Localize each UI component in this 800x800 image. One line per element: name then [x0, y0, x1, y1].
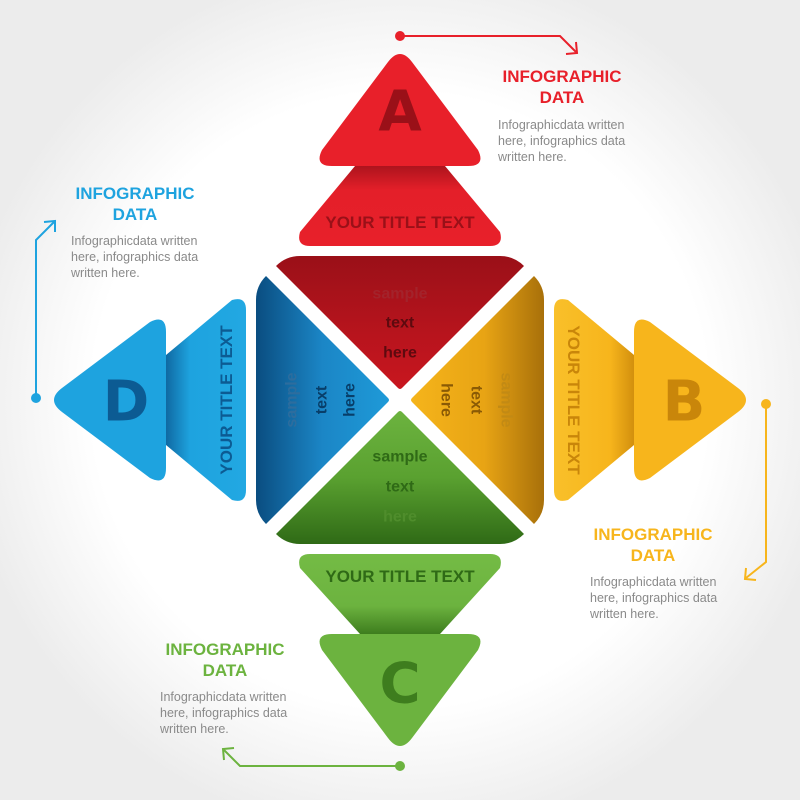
arm-d-title-band [160, 299, 246, 501]
arm-d-letter: D [103, 370, 149, 435]
arm-a-title: YOUR TITLE TEXT [325, 213, 475, 232]
center-segment-a [276, 256, 524, 389]
center-c-sample-1: sample [372, 449, 427, 466]
info-d-body-1: Infographicdata written [71, 234, 198, 248]
arm-b-title: YOUR TITLE TEXT [564, 325, 583, 475]
arm-a-letter: A [378, 80, 422, 145]
center-b-sample-3: here [438, 383, 455, 417]
info-block-b: INFOGRAPHIC DATA Infographicdata written… [589, 525, 717, 621]
info-block-a: INFOGRAPHIC DATA Infographicdata written… [497, 67, 625, 164]
arm-a-tip-triangle [319, 54, 481, 166]
info-c-heading-2: DATA [203, 661, 248, 680]
center-segment-d [256, 276, 389, 524]
info-a-body-1: Infographicdata written [498, 118, 625, 132]
connector-b-arrow-icon [743, 567, 757, 581]
arm-b-tip-triangle [634, 319, 746, 481]
center-d-sample-2: text [314, 385, 331, 414]
center-segment-c [276, 411, 524, 544]
info-d-heading-1: INFOGRAPHIC [76, 184, 195, 203]
arm-d-title: YOUR TITLE TEXT [217, 325, 236, 475]
connector-b [743, 399, 771, 581]
connector-a-line [400, 35, 577, 53]
connector-b-line [745, 404, 767, 579]
arm-c-title: YOUR TITLE TEXT [325, 567, 475, 586]
arm-d-tip-triangle [54, 319, 166, 481]
center-d-sample-3: here [342, 383, 359, 417]
arm-b-letter: B [663, 370, 706, 435]
info-d-body-2: here, infographics data [71, 250, 198, 264]
center-a-sample-3: here [383, 345, 417, 362]
connector-d [31, 219, 56, 403]
connector-d-line [35, 221, 55, 398]
info-c-heading-1: INFOGRAPHIC [166, 640, 285, 659]
arm-c-title-band [299, 554, 501, 634]
info-a-heading-1: INFOGRAPHIC [503, 67, 622, 86]
center-b-sample-2: text [468, 386, 485, 415]
info-b-heading-1: INFOGRAPHIC [594, 525, 713, 544]
info-c-body-3: written here. [159, 722, 229, 736]
connector-a [395, 31, 579, 55]
arm-b: B YOUR TITLE TEXT [554, 299, 746, 501]
arm-a-title-band [299, 160, 501, 246]
info-c-body-1: Infographicdata written [160, 690, 287, 704]
info-block-c: INFOGRAPHIC DATA Infographicdata written… [159, 640, 287, 736]
connector-c-line [223, 749, 400, 767]
info-b-body-2: here, infographics data [590, 591, 717, 605]
center-segment-b [411, 276, 544, 524]
center-d-sample-1: sample [284, 372, 301, 427]
info-d-body-3: written here. [70, 266, 140, 280]
info-a-heading-2: DATA [540, 88, 585, 107]
center-c-sample-2: text [386, 479, 415, 496]
info-block-d: INFOGRAPHIC DATA Infographicdata written… [70, 184, 198, 280]
connector-c [221, 747, 405, 771]
center-square: sample text here sample text here sample… [256, 256, 544, 544]
info-b-heading-2: DATA [631, 546, 676, 565]
center-a-sample-2: text [386, 315, 415, 332]
connector-c-arrow-icon [221, 747, 235, 761]
arm-c: C YOUR TITLE TEXT [299, 554, 501, 746]
info-a-body-3: written here. [497, 150, 567, 164]
info-d-heading-2: DATA [113, 205, 158, 224]
arm-c-tip-triangle [319, 634, 481, 746]
arm-d: D YOUR TITLE TEXT [54, 299, 246, 501]
info-b-body-3: written here. [589, 607, 659, 621]
center-b-sample-1: sample [498, 372, 515, 427]
info-a-body-2: here, infographics data [498, 134, 625, 148]
connector-a-arrow-icon [565, 41, 579, 55]
info-c-body-2: here, infographics data [160, 706, 287, 720]
arm-a: A YOUR TITLE TEXT [299, 54, 501, 246]
center-c-sample-3: here [383, 509, 417, 526]
info-b-body-1: Infographicdata written [590, 575, 717, 589]
connector-d-arrow-icon [43, 219, 56, 232]
arm-c-letter: C [379, 652, 420, 717]
arm-b-title-band [554, 299, 640, 501]
center-a-sample-1: sample [372, 286, 427, 303]
